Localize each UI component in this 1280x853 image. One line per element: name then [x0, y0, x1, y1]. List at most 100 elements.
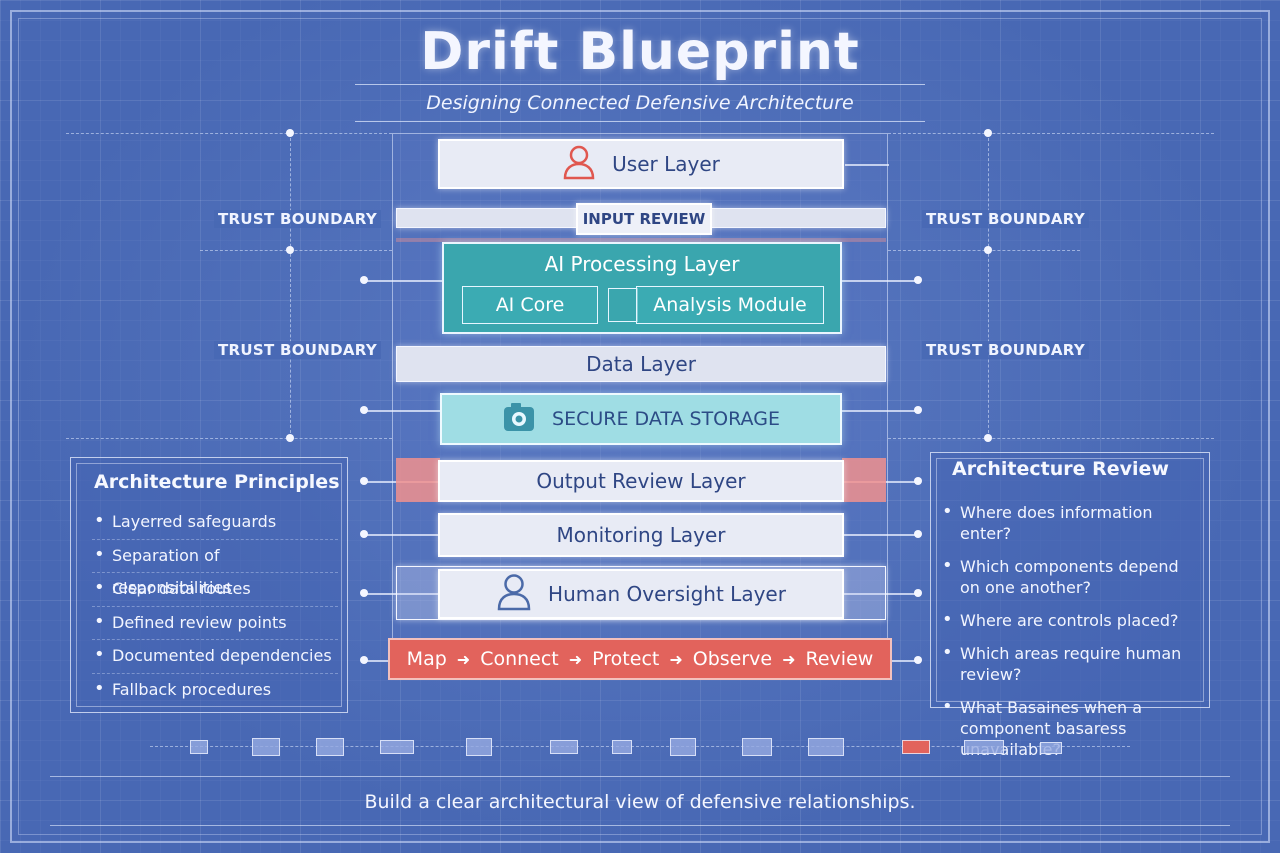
flow-step-observe: Observe: [692, 648, 773, 670]
list-item: Defined review points: [92, 606, 338, 641]
trust-boundary-label: TRUST BOUNDARY: [214, 210, 381, 228]
boundary-line: [66, 133, 392, 134]
boundary-node: [286, 246, 294, 254]
connector-node: [360, 656, 368, 664]
arrow-right-icon: ➜: [669, 649, 683, 669]
list-item: Layerred safeguards: [92, 505, 338, 540]
boundary-node: [984, 129, 992, 137]
component-icon: [466, 738, 492, 756]
input-review-label: INPUT REVIEW: [582, 210, 706, 228]
connector: [364, 410, 440, 412]
component-icon: [550, 740, 578, 754]
user-layer[interactable]: User Layer: [438, 139, 844, 189]
connector: [892, 660, 918, 662]
trust-boundary-label: TRUST BOUNDARY: [922, 341, 1089, 359]
component-icon: [316, 738, 344, 756]
secure-data-storage-label: SECURE DATA STORAGE: [552, 408, 780, 430]
connector-node: [360, 589, 368, 597]
boundary-node: [984, 246, 992, 254]
component-icon: [902, 740, 930, 754]
secure-data-storage[interactable]: SECURE DATA STORAGE: [440, 393, 842, 445]
boundary-line: [888, 438, 1214, 439]
boundary-line: [888, 133, 1214, 134]
process-flow-bar[interactable]: Map ➜ Connect ➜ Protect ➜ Observe ➜ Revi…: [388, 638, 892, 680]
boundary-line: [200, 250, 392, 251]
boundary-node: [286, 434, 294, 442]
component-icon: [252, 738, 280, 756]
connector-node: [914, 477, 922, 485]
analysis-module-box[interactable]: Analysis Module: [636, 286, 824, 324]
input-review-badge[interactable]: INPUT REVIEW: [576, 203, 712, 235]
trust-boundary-label: TRUST BOUNDARY: [214, 341, 381, 359]
list-item: Fallback procedures: [92, 673, 338, 708]
review-list: Where does information enter? Which comp…: [940, 501, 1202, 772]
user-icon: [496, 573, 532, 616]
list-item: Where are controls placed?: [940, 609, 1202, 631]
arrow-right-icon: ➜: [568, 649, 583, 669]
component-icon: [742, 738, 772, 756]
connector-node: [914, 656, 922, 664]
boundary-node: [984, 434, 992, 442]
component-icon: [380, 740, 414, 754]
outer-frame: [10, 10, 1270, 843]
connector: [842, 280, 918, 282]
connector: [842, 410, 918, 412]
data-layer[interactable]: Data Layer: [396, 346, 886, 382]
principles-list: Layerred safeguards Separation of respon…: [92, 505, 338, 708]
data-layer-label: Data Layer: [586, 352, 696, 376]
analysis-module-label: Analysis Module: [653, 294, 807, 316]
monitoring-layer[interactable]: Monitoring Layer: [438, 513, 844, 557]
connector-node: [914, 530, 922, 538]
component-icon: [190, 740, 208, 754]
flow-step-map: Map: [406, 648, 447, 670]
inner-frame: [18, 18, 1262, 835]
camera-icon: [502, 401, 536, 438]
connector: [845, 164, 889, 166]
ai-connector-block: [608, 288, 638, 322]
list-item: Documented dependencies: [92, 639, 338, 674]
list-item: Which areas require human review?: [940, 642, 1202, 685]
component-icon: [1040, 742, 1062, 754]
list-item: Separation of responsibilities: [92, 539, 338, 597]
component-icon: [808, 738, 844, 756]
connector-node: [360, 530, 368, 538]
connector-node: [360, 276, 368, 284]
list-item: What Basaines when a component basaress …: [940, 696, 1202, 760]
connector: [842, 593, 918, 595]
ai-core-label: AI Core: [495, 294, 565, 316]
arrow-right-icon: ➜: [456, 649, 471, 669]
connector-node: [360, 406, 368, 414]
component-icon: [670, 738, 696, 756]
connector-node: [914, 406, 922, 414]
human-oversight-layer[interactable]: Human Oversight Layer: [438, 569, 844, 619]
ai-processing-title: AI Processing Layer: [544, 252, 740, 276]
review-title: Architecture Review: [952, 458, 1169, 480]
connector: [842, 534, 918, 536]
output-review-layer[interactable]: Output Review Layer: [438, 460, 844, 502]
monitoring-label: Monitoring Layer: [556, 523, 726, 547]
connector-node: [360, 477, 368, 485]
output-review-strip-right: [842, 458, 886, 502]
component-row-line: [150, 746, 1130, 747]
arrow-right-icon: ➜: [782, 649, 796, 669]
boundary-line: [66, 438, 392, 439]
connector: [364, 660, 390, 662]
flow-step-review: Review: [805, 648, 874, 670]
principles-title: Architecture Principles: [94, 471, 340, 493]
page-subtitle: Designing Connected Defensive Architectu…: [355, 84, 925, 122]
list-item: Clear data routes: [92, 572, 338, 607]
connector: [364, 280, 444, 282]
connector-node: [914, 276, 922, 284]
list-item: Where does information enter?: [940, 501, 1202, 544]
ai-core-box[interactable]: AI Core: [462, 286, 598, 324]
component-icon: [612, 740, 632, 754]
human-oversight-label: Human Oversight Layer: [548, 582, 786, 606]
connector: [364, 534, 440, 536]
connector: [364, 593, 440, 595]
boundary-vertical: [988, 133, 989, 438]
connector-node: [914, 589, 922, 597]
list-item: Which components depend on one another?: [940, 555, 1202, 598]
component-icon: [964, 740, 1004, 754]
trust-boundary-label: TRUST BOUNDARY: [922, 210, 1089, 228]
page-title: Drift Blueprint: [420, 22, 860, 82]
